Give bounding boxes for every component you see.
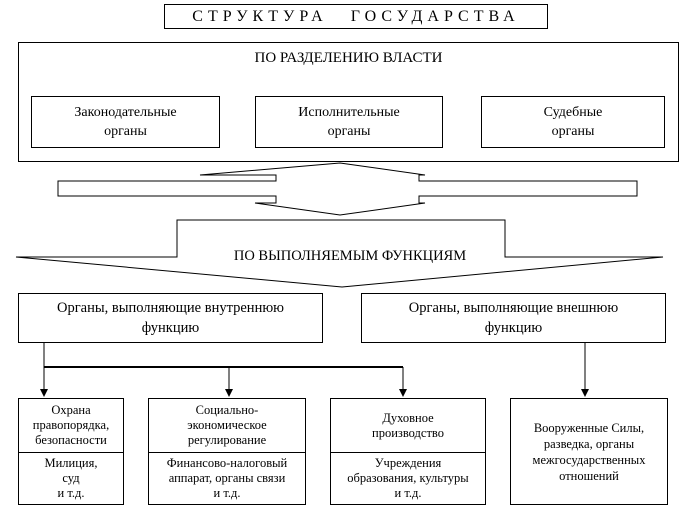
sub-example: Милиция, [44,455,98,470]
sub-example: и т.д. [57,485,85,500]
sub-label: Духовное [382,410,434,425]
organ-label: органы [551,124,595,139]
sub-example: аппарат, органы связи [168,470,286,485]
sub-example: и т.д. [394,485,422,500]
sub-example: Вооруженные Силы, [533,420,645,435]
judicial-organs-box: Судебные органы [481,96,665,148]
sub-example: Учреждения [374,455,442,470]
sub-label: производство [372,425,444,440]
function-label: функцию [484,320,543,336]
executive-organs-box: Исполнительные органы [255,96,443,148]
function-label: Органы, выполняющие внутреннюю [57,300,284,316]
socio-economic-box: Социально- экономическое регулирование Ф… [148,398,306,505]
external-function-box: Органы, выполняющие внешнюю функцию [361,293,666,343]
function-label: функцию [141,320,200,336]
cross-arrow-icon [57,162,638,216]
sub-example: разведка, органы [543,436,635,451]
internal-function-box: Органы, выполняющие внутреннюю функцию [18,293,323,343]
sub-label: экономическое [187,418,267,432]
sub-label: правопорядка, [32,418,110,432]
arrowhead-icon [225,389,233,397]
sub-label: Социально- [195,403,259,417]
organ-label: органы [327,124,371,139]
power-division-heading: ПО РАЗДЕЛЕНИЮ ВЛАСТИ [254,49,443,66]
diagram-title: СТРУКТУРА ГОСУДАРСТВА [164,4,548,29]
arrowhead-icon [40,389,48,397]
functions-heading: ПО ВЫПОЛНЯЕМЫМ ФУНКЦИЯМ [233,247,467,264]
arrowhead-icon [581,389,589,397]
organ-label: Законодательные [74,105,177,120]
sub-example: межгосударственных [532,452,646,467]
sub-example: образования, культуры [347,470,469,485]
legislative-organs-box: Законодательные органы [31,96,220,148]
sub-label: безопасности [35,433,107,447]
sub-example: отношений [559,468,619,483]
spiritual-production-box: Духовное производство Учреждения образов… [330,398,486,505]
organ-label: Судебные [543,105,603,120]
down-arrow-icon [15,219,664,288]
sub-example: суд [62,470,80,485]
sub-example: и т.д. [213,485,241,500]
sub-example: Финансово-налоговый [166,455,288,470]
organ-label: Исполнительные [298,105,400,120]
function-label: Органы, выполняющие внешнюю [408,300,619,316]
sub-label: Охрана [51,403,91,417]
arrowhead-icon [399,389,407,397]
sub-label: регулирование [187,433,267,447]
external-detail-box: Вооруженные Силы, разведка, органы межго… [510,398,668,505]
law-order-box: Охрана правопорядка, безопасности Милици… [18,398,124,505]
organ-label: органы [104,124,147,139]
